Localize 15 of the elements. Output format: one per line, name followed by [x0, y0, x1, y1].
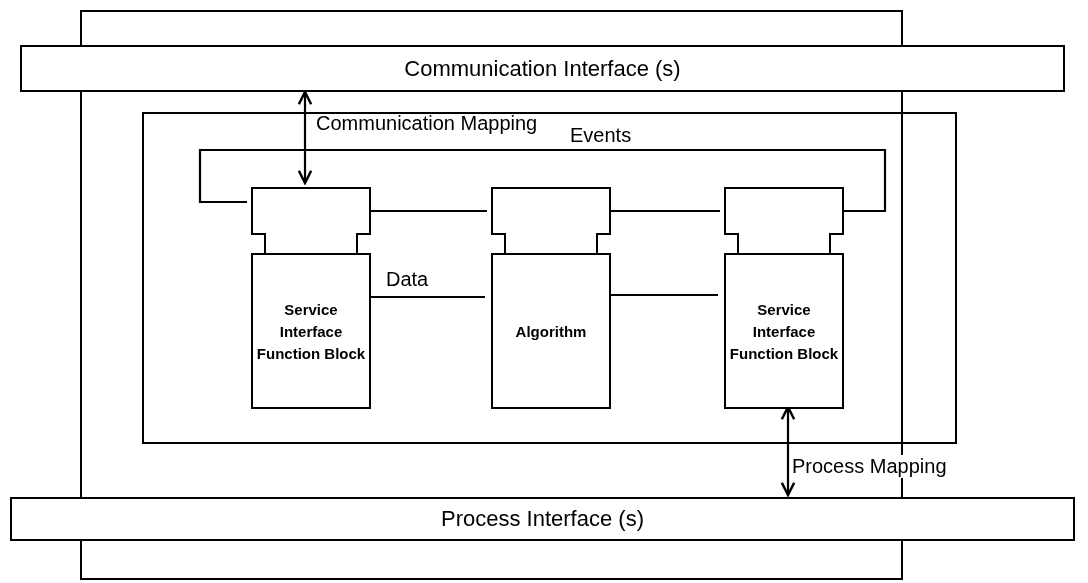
- connector-line: [198, 148, 887, 213]
- interface-label: Process Interface (s): [441, 506, 644, 532]
- interface-bar: [20, 45, 1065, 92]
- interface-label: Communication Interface (s): [404, 55, 681, 82]
- function-block: [251, 187, 371, 409]
- double-arrow: [297, 90, 313, 185]
- interface-bar: [10, 497, 1075, 541]
- function-block: [491, 187, 611, 409]
- function-block: [724, 187, 844, 409]
- edge-label: Process Mapping: [790, 455, 949, 478]
- box-heading: Communication Mapping: [316, 112, 538, 135]
- mapping-box: [142, 112, 957, 444]
- block-label: Service Interface Function Block: [255, 299, 367, 364]
- block-label: Algorithm: [514, 321, 588, 342]
- block-label: Service Interface Function Block: [728, 299, 840, 364]
